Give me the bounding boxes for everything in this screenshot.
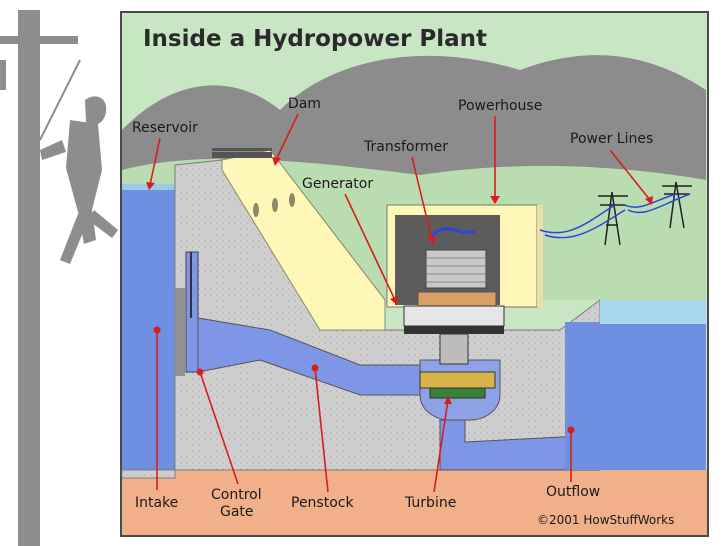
label-power-lines: Power Lines: [570, 131, 653, 147]
tailrace-water: [565, 322, 706, 470]
label-turbine: Turbine: [404, 495, 456, 511]
generator-unit: [403, 291, 505, 365]
turbine-runner: [419, 371, 496, 399]
earth-ground: [122, 470, 707, 535]
leader-lines: [146, 113, 653, 493]
reservoir-water: [122, 188, 175, 478]
label-transformer: Transformer: [363, 139, 448, 155]
gate-frame: [175, 288, 185, 376]
label-intake: Intake: [135, 495, 178, 511]
label-generator: Generator: [302, 176, 373, 192]
dam-railing: [212, 148, 272, 158]
label-reservoir: Reservoir: [132, 120, 198, 136]
label-dam: Dam: [288, 96, 321, 112]
label-powerhouse: Powerhouse: [458, 98, 542, 114]
transmission-towers: [539, 181, 692, 246]
label-penstock: Penstock: [291, 495, 354, 511]
lineman-silhouette: [0, 10, 118, 546]
transformer-unit: [425, 227, 487, 289]
label-control-gate-1: Control: [211, 487, 262, 503]
label-outflow: Outflow: [546, 484, 600, 500]
diagram-title: Inside a Hydropower Plant: [143, 26, 487, 52]
copyright-credit: ©2001 HowStuffWorks: [537, 513, 674, 527]
label-control-gate-2: Gate: [220, 504, 254, 520]
